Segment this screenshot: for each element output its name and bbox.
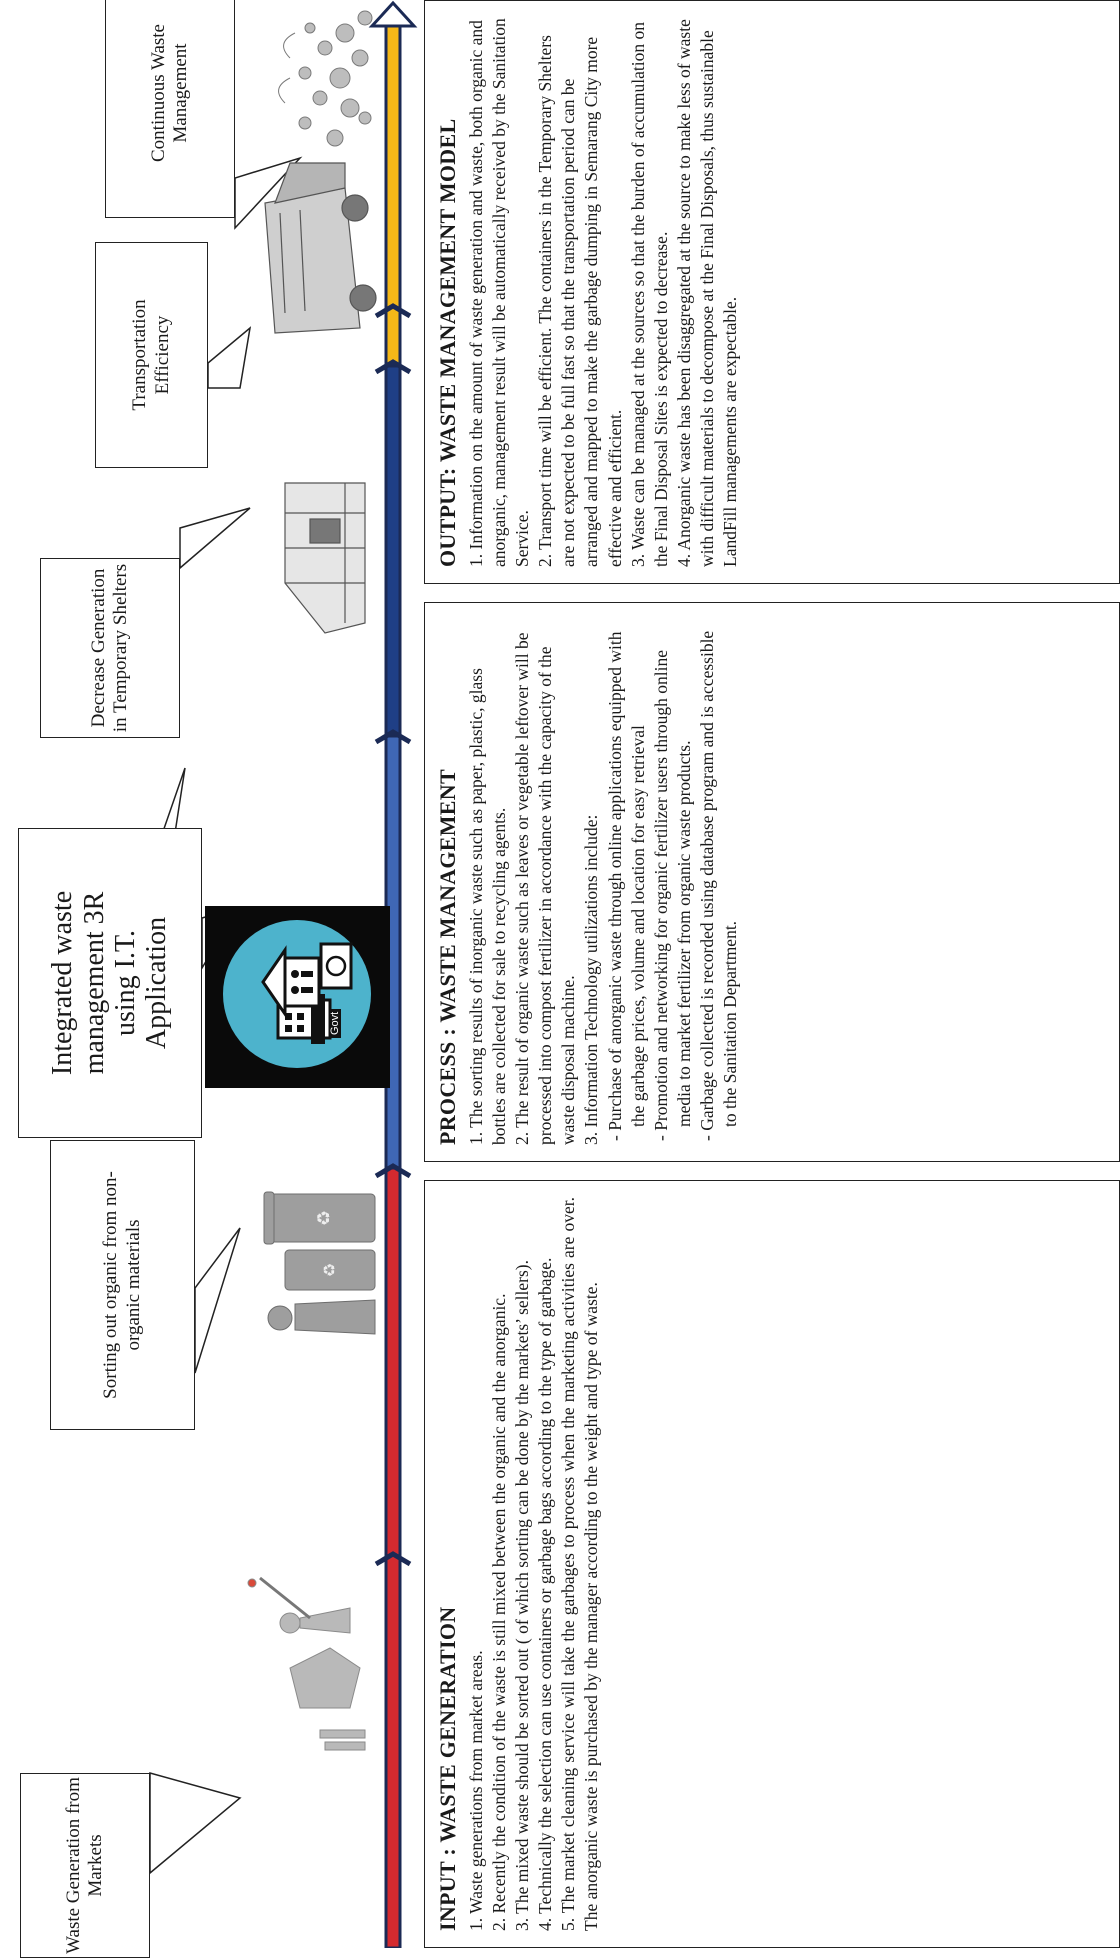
output-item-1: 1. Information on the amount of waste ge… xyxy=(466,18,533,567)
continuous-pointer xyxy=(234,156,303,230)
callout-integrated-text: Integrated waste management 3R using I.T… xyxy=(47,890,173,1076)
waste-pile-icon xyxy=(278,10,373,147)
sorting-pointer xyxy=(194,1227,241,1374)
svg-text:♻: ♻ xyxy=(322,1263,339,1277)
process-item-2: 2. The result of organic waste such as l… xyxy=(512,632,579,1145)
timeline-chevron xyxy=(374,729,412,745)
govt-icon-panel: Govt xyxy=(205,906,390,1088)
input-title: INPUT : WASTE GENERATION xyxy=(435,1606,460,1931)
transport-pointer xyxy=(207,326,252,389)
timeline-arrowhead xyxy=(368,0,418,28)
output-item-2: 2. Transport time will be efficient. The… xyxy=(535,35,625,567)
callout-markets: Waste Generation from Markets xyxy=(20,1773,150,1958)
input-panel: INPUT : WASTE GENERATION 1. Waste genera… xyxy=(424,1180,1120,1948)
output-panel: OUTPUT: WASTE MANAGEMENT MODEL 1. Inform… xyxy=(424,0,1120,584)
decrease-pointer-2 xyxy=(179,507,251,570)
input-item-2: 2. Recently the condition of the waste i… xyxy=(489,1293,510,1931)
input-item-4: 4. Technically the selection can use con… xyxy=(535,1257,556,1931)
input-item-3: 3. The mixed waste should be sorted out … xyxy=(512,1260,533,1931)
trash-bins-icon: ♻ ♻ xyxy=(263,1191,376,1335)
govt-building-icon xyxy=(261,942,353,1044)
timeline-chevron xyxy=(374,303,412,319)
callout-sorting: Sorting out organic from non-organic mat… xyxy=(50,1140,195,1430)
callout-continuous-text: Continuous Waste Management xyxy=(147,24,191,162)
input-item-1: 1. Waste generations from market areas. xyxy=(466,1650,486,1931)
person-sweeping-icon xyxy=(247,1576,366,1751)
process-subitem-1: - Purchase of anorganic waste through on… xyxy=(604,631,648,1141)
callout-integrated: Integrated waste management 3R using I.T… xyxy=(18,828,202,1138)
process-subitem-3: - Garbage collected is recorded using da… xyxy=(696,630,741,1141)
timeline-chevron xyxy=(374,1551,412,1567)
markets-pointer xyxy=(149,1772,242,1875)
callout-decrease: Decrease Generation in Temporary Shelter… xyxy=(40,558,180,738)
input-item-5: 5. The market cleaning service will take… xyxy=(558,1197,602,1931)
callout-transport-text: Transportation Efficiency xyxy=(129,299,173,411)
callout-markets-text: Waste Generation from Markets xyxy=(62,1777,106,1954)
process-panel: PROCESS : WASTE MANAGEMENT 1. The sortin… xyxy=(424,602,1120,1162)
output-title: OUTPUT: WASTE MANAGEMENT MODEL xyxy=(435,118,460,567)
garbage-truck-icon xyxy=(264,162,377,334)
timeline-chevron xyxy=(374,1163,412,1179)
svg-text:♻: ♻ xyxy=(314,1210,334,1226)
output-item-4: 4. Anorganic waste has been disaggregate… xyxy=(673,19,741,567)
callout-transport: Transportation Efficiency xyxy=(95,242,208,468)
callout-decrease-text: Decrease Generation in Temporary Shelter… xyxy=(87,563,131,733)
process-item-3: 3. Information Technology utilizations i… xyxy=(581,814,602,1145)
govt-label: Govt xyxy=(329,1008,341,1038)
output-item-3: 3. Waste can be managed at the sources s… xyxy=(627,22,671,567)
callout-sorting-text: Sorting out organic from non-organic mat… xyxy=(100,1171,144,1399)
process-item-1: 1. The sorting results of inorganic wast… xyxy=(466,668,510,1145)
process-title: PROCESS : WASTE MANAGEMENT xyxy=(435,769,460,1145)
callout-continuous: Continuous Waste Management xyxy=(105,0,235,218)
temporary-shelter-icon xyxy=(284,482,366,634)
timeline-chevron xyxy=(374,359,412,375)
process-subitem-2: - Promotion and networking for organic f… xyxy=(650,649,694,1141)
